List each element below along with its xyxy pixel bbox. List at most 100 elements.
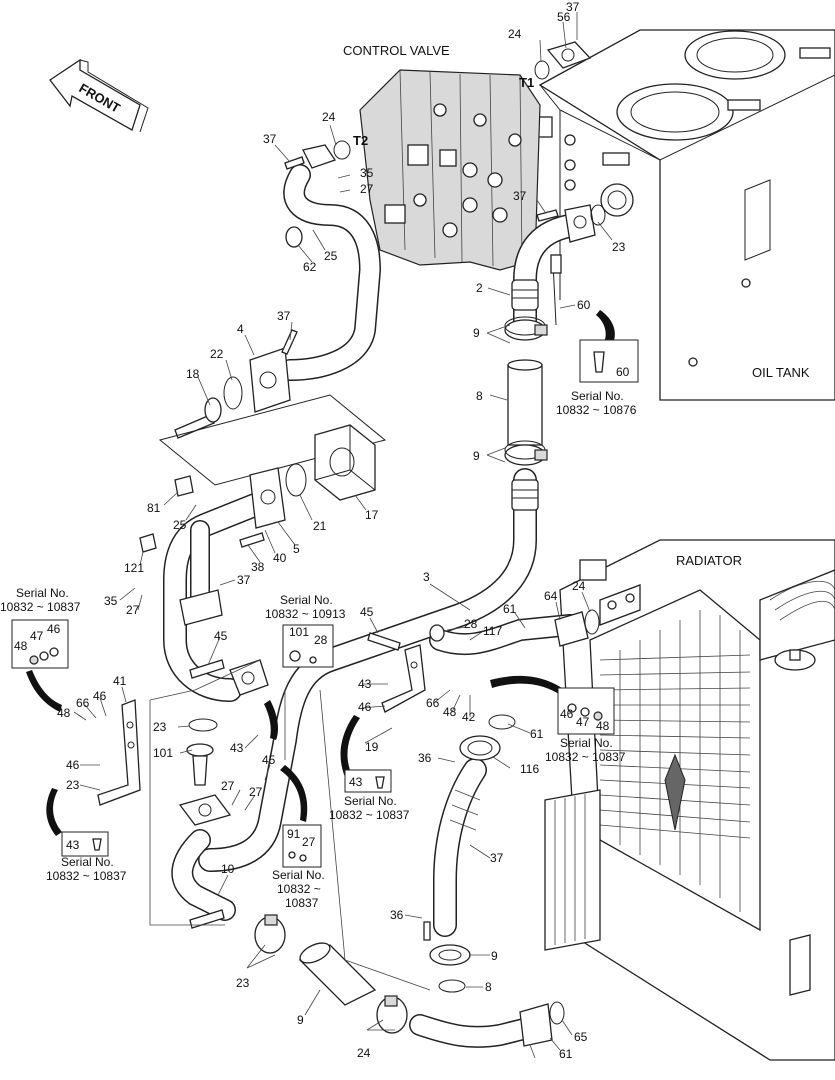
clamp-9-c xyxy=(254,914,286,954)
callout: 9 xyxy=(473,326,480,340)
callout: 117 xyxy=(483,624,502,638)
callout: 27 xyxy=(221,779,235,793)
seal-23-tank xyxy=(590,204,606,226)
inset-e-48: 48 xyxy=(596,719,610,733)
flange-56 xyxy=(546,41,592,69)
flange-lower-left xyxy=(178,794,232,826)
callout: 60 xyxy=(577,298,591,312)
inset-46-47-48: 46 47 48 Serial No. 10832 ~ 10837 xyxy=(545,687,626,764)
radiator: RADIATOR xyxy=(544,539,835,1061)
callout: 37 xyxy=(277,309,291,323)
inset-pointers xyxy=(26,310,615,991)
serial-e-line1: Serial No. xyxy=(560,736,613,750)
flange-4 xyxy=(249,347,291,413)
oil-tank-title: OIL TANK xyxy=(752,365,810,380)
serial-d-line2: 10832 ~ 10837 xyxy=(329,808,410,822)
flange-upper-left xyxy=(179,589,223,626)
serial-b-line1: Serial No. xyxy=(16,586,69,600)
callout: 36 xyxy=(390,908,404,922)
callout: 9 xyxy=(473,449,480,463)
serial-g-line2: 10832 ~ xyxy=(277,882,321,896)
plug-62 xyxy=(285,226,303,248)
callout: 42 xyxy=(462,710,476,724)
bracket-41 xyxy=(97,699,141,806)
hose-10 xyxy=(433,758,487,937)
radiator-title: RADIATOR xyxy=(676,553,742,568)
inset-43-left: 43 Serial No. 10832 ~ 10837 xyxy=(46,831,127,883)
flange-65 xyxy=(519,1003,553,1047)
callout: 40 xyxy=(273,551,287,565)
seal-23-lower xyxy=(438,979,466,993)
serial-a-line1: Serial No. xyxy=(571,389,624,403)
plug-81 xyxy=(174,475,194,497)
seal-24-radiator xyxy=(584,609,600,635)
callout: 36 xyxy=(418,751,432,765)
callout: 5 xyxy=(293,542,300,556)
callout: 37 xyxy=(513,189,527,203)
leader-lines xyxy=(73,12,613,1059)
flange-36-upper xyxy=(459,735,501,761)
inset-e-46: 46 xyxy=(560,707,574,721)
callout: 48 xyxy=(443,705,457,719)
block-17 xyxy=(314,424,376,501)
inset-d-43: 43 xyxy=(349,775,363,789)
seal-23-mid xyxy=(488,714,516,730)
plane-outline xyxy=(158,394,387,486)
return-pipe-t2 xyxy=(279,164,382,381)
callout: 43 xyxy=(358,677,372,691)
callout: 23 xyxy=(236,976,250,990)
flange-t2 xyxy=(302,144,337,169)
callout: 35 xyxy=(360,166,374,180)
bolt-37-tank xyxy=(536,209,559,222)
return-pipe-t1 xyxy=(513,213,587,332)
seal-24-lower xyxy=(549,1001,565,1025)
callout: 23 xyxy=(153,720,167,734)
callout: 23 xyxy=(612,240,626,254)
callout: 4 xyxy=(237,322,244,336)
callout: 45 xyxy=(360,605,374,619)
callout: 9 xyxy=(491,949,498,963)
inset-43-mid: 43 Serial No. 10832 ~ 10837 xyxy=(329,769,410,822)
callout: 66 xyxy=(76,696,90,710)
callout: 56 xyxy=(557,10,571,24)
callout: 23 xyxy=(66,778,80,792)
front-arrow: FRONT xyxy=(49,58,149,133)
callout: 35 xyxy=(104,594,118,608)
flange-5 xyxy=(249,467,286,529)
callout: 25 xyxy=(324,249,338,263)
bracket-42 xyxy=(381,644,426,713)
seal-21 xyxy=(285,463,307,497)
fitting-121 xyxy=(139,533,157,553)
callout: 121 xyxy=(124,561,144,575)
inset-91-27: 91 27 Serial No. 10832 ~ 10837 xyxy=(272,824,325,910)
inset-f-43: 43 xyxy=(66,838,80,852)
callout: 24 xyxy=(322,110,336,124)
inset-c-101: 101 xyxy=(289,625,309,639)
serial-e-line2: 10832 ~ 10837 xyxy=(545,750,626,764)
callout: 101 xyxy=(153,746,173,760)
callout: 37 xyxy=(237,573,251,587)
inset-b-48: 48 xyxy=(14,639,28,653)
callout: 81 xyxy=(147,501,161,515)
callout: 27 xyxy=(360,182,374,196)
callout: 116 xyxy=(520,762,539,776)
serial-g-line3: 10837 xyxy=(285,896,319,910)
inset-101-28: 101 28 Serial No. 10832 ~ 10913 xyxy=(265,593,346,668)
callout: 8 xyxy=(485,980,492,994)
callout: 65 xyxy=(574,1030,588,1044)
callout: 28 xyxy=(464,617,478,631)
callout: 3 xyxy=(423,570,430,584)
sensor-60 xyxy=(550,254,562,326)
pipe-3 xyxy=(198,468,539,872)
inset-60-label: 60 xyxy=(616,365,630,379)
callout: 37 xyxy=(263,132,277,146)
flange-19 xyxy=(186,743,214,786)
serial-a-line2: 10832 ~ 10876 xyxy=(556,403,637,417)
callout: 27 xyxy=(249,785,263,799)
control-valve: CONTROL VALVE xyxy=(343,43,541,271)
seal-24-t1 xyxy=(534,60,550,80)
callout: 61 xyxy=(530,727,544,741)
callout: 17 xyxy=(365,508,379,522)
clamp-9-b xyxy=(504,440,548,466)
